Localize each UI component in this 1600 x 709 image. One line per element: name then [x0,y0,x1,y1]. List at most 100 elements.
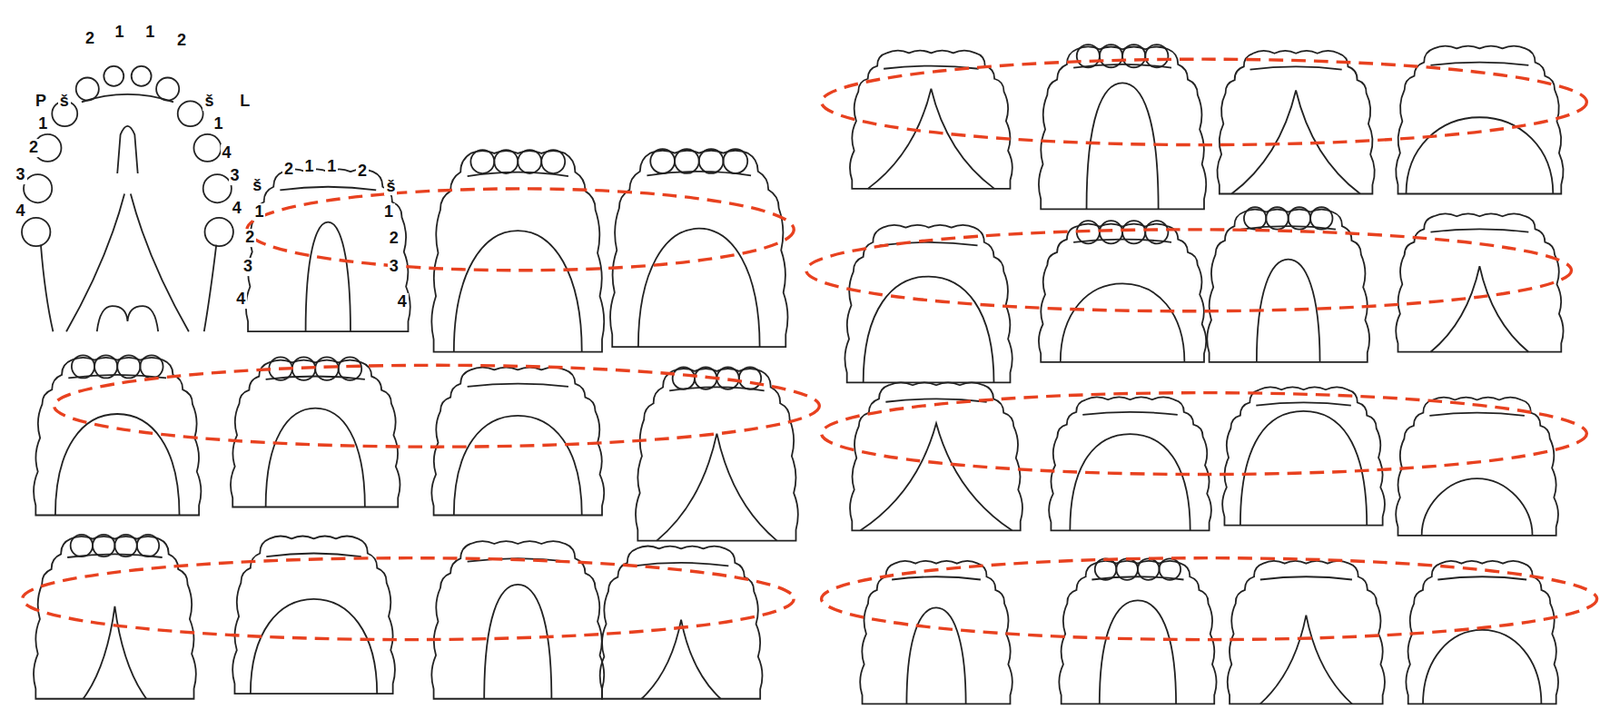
incisor [92,534,115,557]
tooth-number: 1 [252,203,266,222]
incisor [1159,558,1182,581]
highlight-ellipse [54,365,820,447]
tooth [203,174,232,203]
tooth-number: L [237,92,252,111]
palate-cast [1038,44,1206,209]
gum-line [891,576,981,580]
palate-vault [454,415,583,516]
gum-line [266,553,362,558]
incisor [1288,207,1311,229]
incisor [1122,220,1146,244]
cast-outline [431,367,604,516]
palate-cast [246,168,411,332]
tooth-number: 3 [227,167,241,186]
incisor [1076,44,1100,68]
palate-vault [1260,615,1353,705]
incisor [137,534,159,557]
palate-vault [1405,117,1553,194]
tooth-number: P [33,92,49,111]
incisor [493,149,518,174]
incisor [470,149,494,174]
palate-cast [33,355,201,515]
palate-cast [431,367,604,516]
tooth-number: 1 [302,158,316,177]
tooth-number: 4 [230,199,244,218]
gum-line [885,398,987,402]
tooth-number: 1 [143,23,157,42]
tooth [193,134,221,162]
tooth [103,66,124,87]
palate-cast [1395,46,1563,195]
palate-cast [1038,220,1206,363]
arch-outline [40,245,217,333]
incisor [71,355,95,378]
tooth-number: 2 [175,31,188,50]
incisor [139,355,163,378]
cast-outline [1058,561,1216,705]
incisor [94,355,118,378]
dental-arch [21,66,234,332]
cast-outline [635,368,799,542]
tooth-number: 3 [13,166,27,185]
palate-vault [1240,411,1367,526]
gum-line [467,384,569,387]
palate-cast [1405,561,1559,705]
highlight-ellipse [22,558,795,641]
incisor [1145,220,1168,244]
palate-vault [868,88,995,189]
gum-line [1430,62,1529,66]
cast-outline [1038,46,1206,209]
tooth-number: 2 [355,162,369,181]
cast-outline [1038,224,1206,363]
cast-outline [1405,561,1559,705]
cast-outline [33,536,197,700]
incisor [338,356,362,380]
cast-outline [1395,213,1563,352]
palate-cast [1395,397,1559,536]
gum-line [1260,576,1353,580]
cast-outline [431,150,604,353]
palate-cast [635,366,799,541]
palate-vault [306,222,351,333]
cast-outline [849,50,1013,189]
palate-vault [1086,82,1159,209]
cast-outline [1048,396,1212,531]
tooth-number: 2 [243,228,257,247]
tooth [156,78,179,101]
palate-cast [1222,386,1385,525]
palate-vault [1422,478,1533,536]
incisor [114,534,137,557]
gum-line [1250,66,1343,70]
cast-outline [230,360,401,508]
incisor [650,148,675,174]
incisor [1244,207,1266,229]
palate-cast [230,356,401,507]
tooth-number: 4 [395,293,409,312]
palate-cast [431,541,604,700]
palate-cast [1058,558,1216,704]
highlight-ellipse [821,393,1588,475]
tooth-number: 1 [211,115,225,134]
gum-line [81,94,174,102]
cast-outline [1395,397,1559,536]
palate-vault [1069,434,1190,531]
incisor [1310,207,1333,229]
incisor [1122,44,1146,68]
tooth-number: 1 [382,203,396,222]
palate-cast [1048,396,1212,531]
palate-vault [250,599,377,694]
tooth-number: 1 [325,158,338,177]
cast-outline [246,168,411,332]
highlight-ellipse [821,558,1598,641]
palate-cast [1227,561,1385,705]
palate-cast [1217,50,1375,195]
tooth-number: 4 [13,202,27,221]
incisor [1265,207,1288,229]
tooth-number: š [202,92,216,111]
tooth-number: š [250,177,264,196]
palate-line [66,194,189,333]
tooth [177,100,204,127]
incisor [699,148,724,174]
palate-cast [1395,213,1563,352]
